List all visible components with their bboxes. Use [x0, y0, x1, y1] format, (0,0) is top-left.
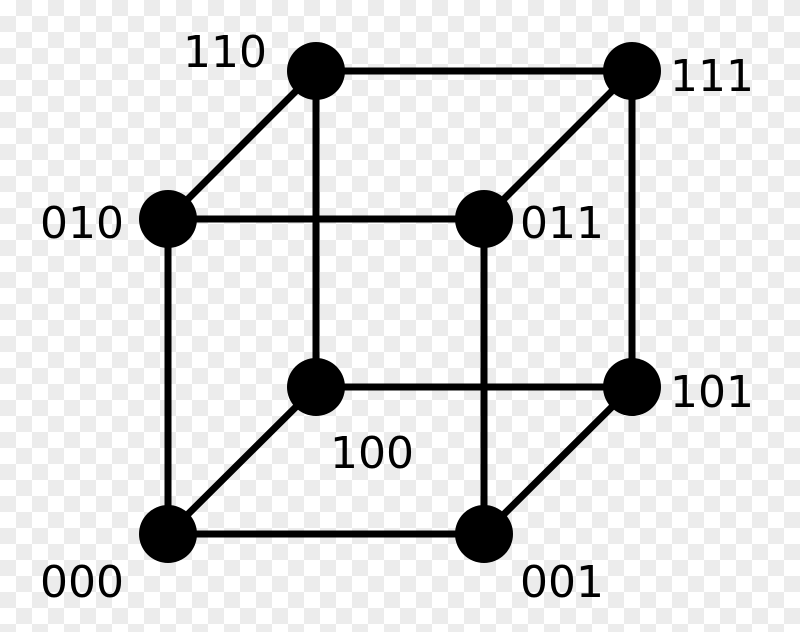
cube-edges — [164, 67, 636, 538]
vertex-001 — [455, 505, 513, 563]
vertex-101 — [603, 358, 661, 416]
vertex-label-001: 001 — [520, 557, 604, 608]
vertex-labels: 110 111 010 011 100 101 000 001 — [40, 27, 754, 608]
vertex-label-000: 000 — [40, 557, 124, 608]
vertex-000 — [139, 505, 197, 563]
vertex-111 — [603, 42, 661, 100]
vertex-label-011: 011 — [520, 198, 604, 249]
edge-110-010 — [164, 67, 320, 223]
edge-100-000 — [164, 383, 320, 538]
vertex-100 — [287, 358, 345, 416]
edge-101-001 — [480, 383, 636, 538]
vertex-label-111: 111 — [670, 51, 754, 102]
vertex-label-101: 101 — [670, 367, 754, 418]
vertex-010 — [139, 190, 197, 248]
cube-vertices — [139, 42, 661, 563]
edge-111-011 — [480, 67, 636, 223]
vertex-label-100: 100 — [330, 428, 414, 479]
vertex-011 — [455, 190, 513, 248]
vertex-label-110: 110 — [183, 27, 267, 78]
vertex-label-010: 010 — [40, 198, 124, 249]
vertex-110 — [287, 42, 345, 100]
